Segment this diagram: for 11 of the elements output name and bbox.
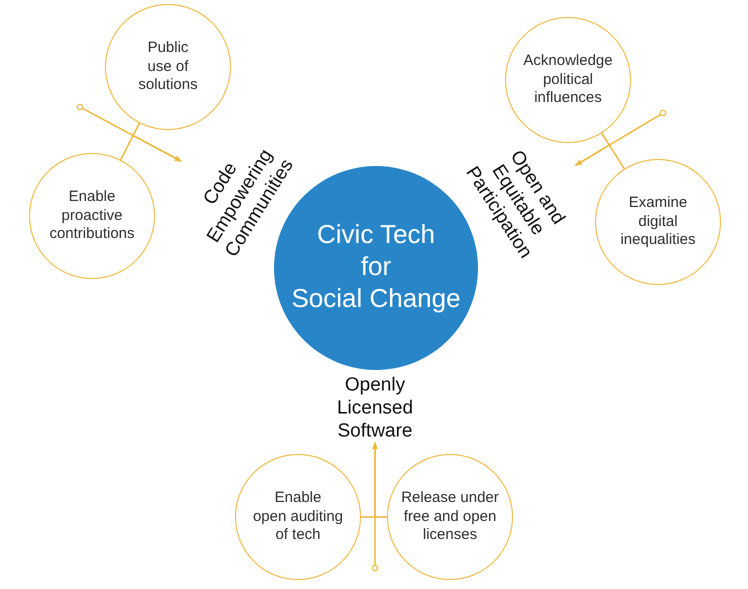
hub-title: Civic Tech for Social Change	[291, 219, 461, 314]
branch-label: Openly Licensed Software	[336, 374, 414, 442]
topic-text: Examine digital inequalities	[620, 194, 696, 250]
topic-text: Acknowledge political influences	[523, 52, 613, 108]
arrow	[120, 134, 182, 162]
arrow	[372, 442, 387, 518]
topic-text: Public use of solutions	[138, 39, 198, 95]
topic-text: Enable open auditing of tech	[252, 489, 344, 545]
topic-text: Enable proactive contributions	[49, 188, 135, 244]
arrow	[575, 144, 625, 170]
topic-text: Release under free and open licenses	[401, 489, 499, 545]
